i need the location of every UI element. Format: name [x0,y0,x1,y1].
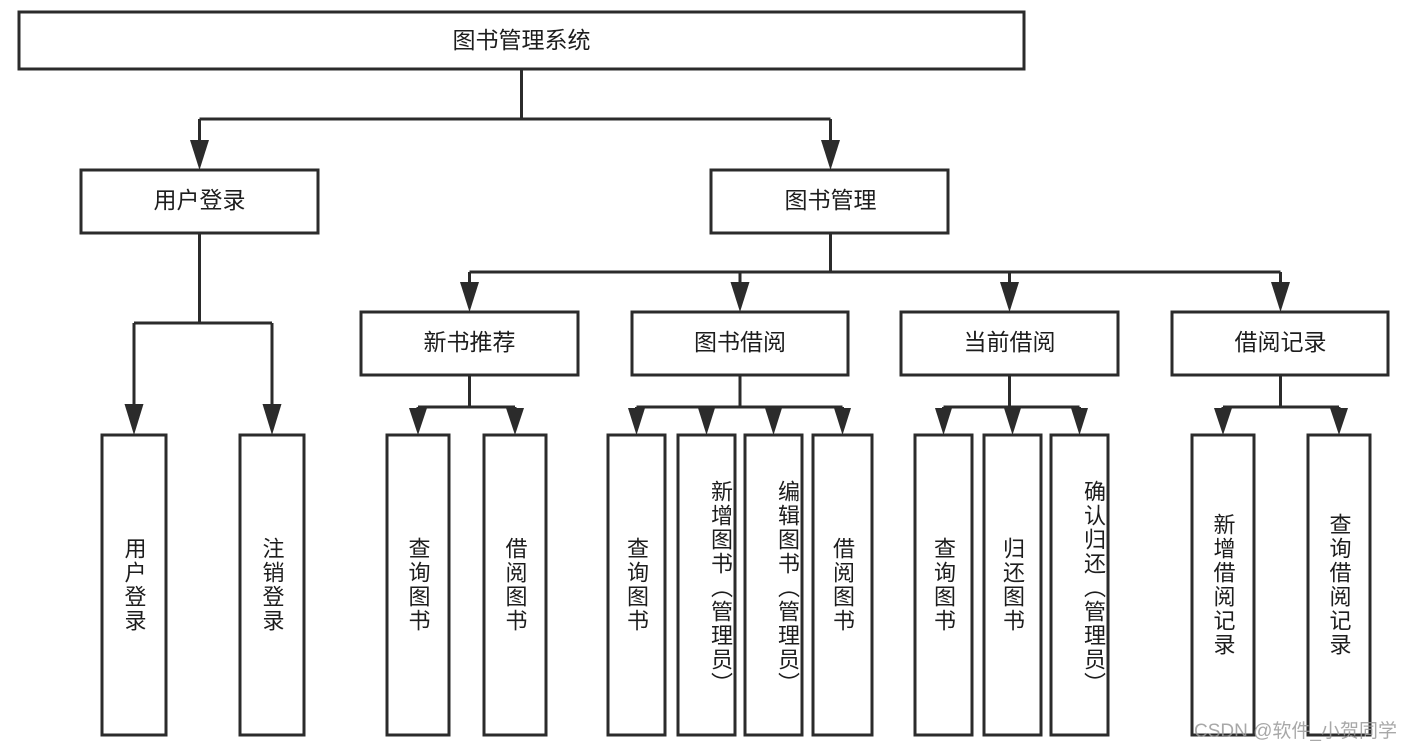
arrow-head-icon [262,404,282,435]
connector-userlogin-to-leaves [124,233,282,435]
node-leaf-query-book-current-box[interactable] [913,433,974,737]
node-leaf-add-borrow-record-box[interactable] [1190,433,1256,737]
arrow-head-icon [821,140,840,170]
node-user-login-label: 用户登录 [154,187,246,213]
node-user-login[interactable]: 用户登录 [79,168,320,235]
arrow-head-icon [124,404,144,435]
watermark-text: CSDN @软件_小贺同学 [1194,721,1397,742]
node-leaf-return-book-box[interactable] [982,433,1043,737]
node-leaf-user-login-box[interactable] [100,433,168,737]
node-book-management-label: 图书管理 [785,187,877,213]
node-current-borrow-box[interactable] [899,310,1120,377]
node-book-management-box[interactable] [709,168,950,235]
node-leaf-query-book-borrow-box[interactable] [606,433,667,737]
node-leaf-edit-book-admin-box[interactable] [743,433,804,737]
node-user-login-box[interactable] [79,168,320,235]
connector-bookmgmt-to-level3 [460,233,1290,312]
node-borrow-record[interactable]: 借阅记录 [1170,310,1390,377]
node-leaf-add-book-admin-box[interactable] [676,433,737,737]
node-new-book-recommend-box[interactable] [359,310,580,377]
arrow-head-icon [506,408,524,435]
arrow-head-icon [1071,408,1088,435]
node-book-borrow-box[interactable] [630,310,850,377]
node-leaf-borrow-book-recommend-box[interactable] [482,433,548,737]
arrow-head-icon [765,408,782,435]
connector-newbook-to-leaves [409,375,524,435]
node-leaf-borrow-book-box[interactable] [811,433,874,737]
arrow-head-icon [1214,408,1232,435]
node-root[interactable]: 图书管理系统 [17,10,1026,71]
connector-currentborrow-to-leaves [935,375,1088,435]
node-leaf-query-book-recommend-box[interactable] [385,433,451,737]
arrow-head-icon [460,282,479,312]
arrow-head-icon [1271,282,1290,312]
arrow-head-icon [1000,282,1019,312]
connector-root-to-level2 [190,69,840,170]
arrow-head-icon [190,140,209,170]
node-current-borrow-label: 当前借阅 [964,329,1056,355]
connector-borrowrecord-to-leaves [1214,375,1348,435]
node-root-label: 图书管理系统 [453,27,591,53]
connector-bookborrow-to-leaves [628,375,851,435]
node-book-management[interactable]: 图书管理 [709,168,950,235]
node-book-borrow[interactable]: 图书借阅 [630,310,850,377]
node-root-box[interactable] [17,10,1026,71]
leaf-boxes [100,433,1372,737]
node-new-book-recommend[interactable]: 新书推荐 [359,310,580,377]
node-borrow-record-box[interactable] [1170,310,1390,377]
node-leaf-query-borrow-record-box[interactable] [1306,433,1372,737]
node-leaf-confirm-return-admin-box[interactable] [1049,433,1110,737]
arrow-head-icon [730,282,750,312]
node-book-borrow-label: 图书借阅 [694,329,786,355]
arrow-head-icon [698,408,715,435]
node-current-borrow[interactable]: 当前借阅 [899,310,1120,377]
node-borrow-record-label: 借阅记录 [1235,329,1327,355]
node-leaf-user-logout-box[interactable] [238,433,306,737]
arrow-head-icon [834,408,851,435]
arrow-head-icon [409,408,427,435]
arrow-head-icon [935,408,952,435]
arrow-head-icon [1330,408,1348,435]
node-new-book-recommend-label: 新书推荐 [424,329,516,355]
arrow-head-icon [1004,408,1021,435]
arrow-head-icon [628,408,645,435]
